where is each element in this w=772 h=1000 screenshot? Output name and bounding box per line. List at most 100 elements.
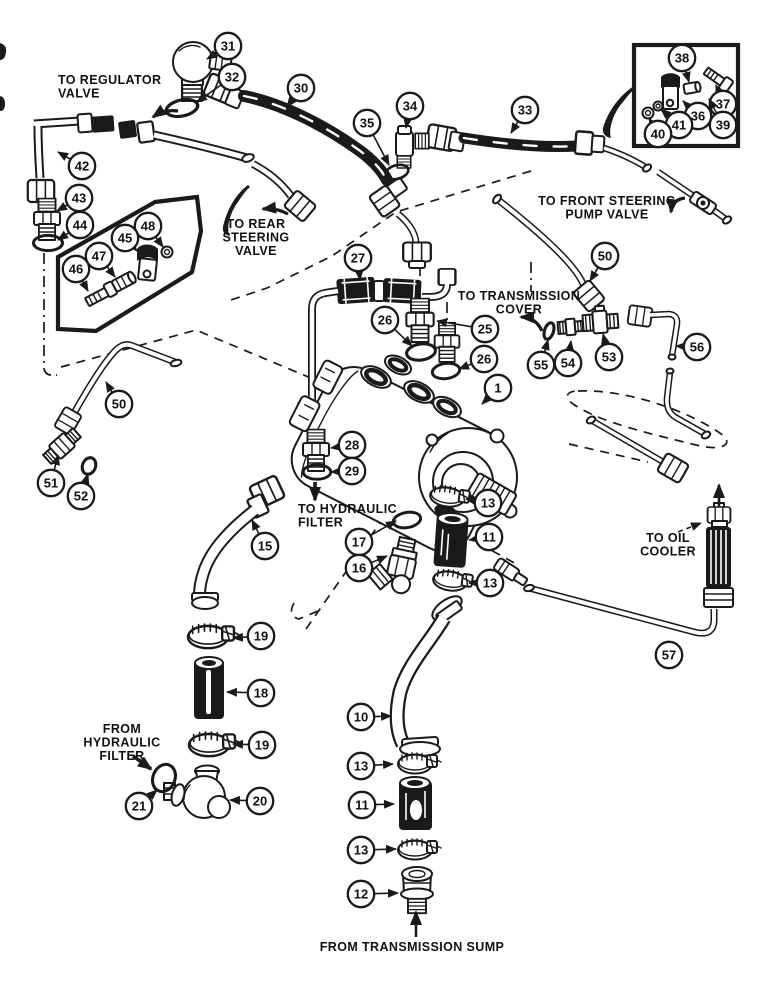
callout-56: 56 (675, 332, 712, 362)
callout-number: 16 (352, 561, 366, 576)
tube-56 (626, 304, 712, 440)
accumulator-57 (703, 502, 734, 608)
callout-50: 50 (104, 381, 134, 419)
callout-35: 35 (352, 108, 390, 166)
callout-number: 37 (716, 97, 730, 112)
hose-11a (433, 511, 469, 568)
tube-mid-right (585, 415, 691, 485)
callout-number: 12 (354, 887, 368, 902)
clamp-13b (430, 566, 479, 596)
callout-21: 21 (124, 789, 158, 821)
tee-fitting-53 (581, 304, 620, 335)
callout-42: 42 (57, 151, 97, 181)
callout-number: 27 (351, 251, 365, 266)
callout-46: 46 (61, 254, 91, 292)
callout-number: 31 (221, 39, 235, 54)
callout-15: 15 (250, 519, 280, 561)
clamp-bracket-36 (661, 73, 680, 110)
callout-18: 18 (226, 678, 276, 708)
o-ring-26b (429, 360, 463, 382)
inset-box-hardware-right (602, 42, 741, 149)
callout-44: 44 (57, 210, 95, 241)
callout-54: 54 (553, 340, 583, 378)
fitting-43 (34, 199, 60, 240)
callout-number: 41 (672, 118, 686, 133)
callout-1: 1 (481, 373, 513, 405)
callout-number: 51 (44, 476, 58, 491)
callout-32: 32 (196, 62, 247, 103)
callout-number: 19 (255, 738, 269, 753)
callout-13: 13 (468, 568, 505, 598)
callout-19: 19 (232, 730, 277, 760)
callout-51: 51 (36, 454, 66, 498)
callout-number: 55 (534, 358, 548, 373)
elbow-20 (163, 764, 231, 819)
callout-33: 33 (510, 95, 540, 134)
callout-number: 28 (345, 438, 359, 453)
label-from-transmission-sump: FROM TRANSMISSION SUMP (320, 940, 505, 954)
regulator-arrow (151, 104, 179, 119)
callout-number: 20 (253, 794, 267, 809)
tube-to-front-steering (656, 169, 733, 225)
callout-20: 20 (229, 786, 275, 816)
callout-53: 53 (594, 333, 624, 372)
callout-47: 47 (84, 241, 116, 278)
callout-number: 1 (494, 381, 501, 396)
callout-30: 30 (286, 73, 316, 108)
callout-number: 13 (481, 496, 495, 511)
callout-27: 27 (343, 243, 373, 281)
callout-number: 30 (294, 81, 308, 96)
callout-number: 17 (352, 535, 366, 550)
callout-number: 25 (478, 322, 492, 337)
tube-50-left (53, 341, 183, 437)
callout-10: 10 (346, 702, 392, 732)
callout-17: 17 (344, 520, 397, 557)
clamp-19a (186, 622, 240, 650)
callout-number: 47 (92, 249, 106, 264)
hose-10 (389, 595, 463, 757)
tube-to-rear-steering (251, 160, 318, 224)
callout-number: 32 (225, 70, 239, 85)
callout-number: 42 (75, 159, 89, 174)
clamp-13d (397, 838, 442, 861)
callout-43: 43 (56, 183, 94, 213)
o-ring-52 (80, 456, 98, 476)
callout-16: 16 (344, 553, 388, 583)
callout-13: 13 (346, 835, 397, 865)
o-ring-32 (163, 95, 201, 121)
fitting-25b (435, 323, 460, 362)
callout-25: 25 (436, 314, 500, 344)
callout-number: 26 (378, 313, 392, 328)
callout-number: 11 (355, 798, 369, 813)
callout-39: 39 (708, 98, 738, 140)
callout-number: 50 (598, 249, 612, 264)
fitting-25a (406, 299, 433, 342)
callout-number: 11 (482, 530, 496, 545)
fitting-54 (556, 317, 585, 337)
callout-number: 40 (651, 127, 665, 142)
front-steering-arrow (666, 196, 686, 214)
inset-box-hardware-left (55, 185, 250, 334)
callout-number: 29 (345, 464, 359, 479)
callout-number: 43 (72, 191, 86, 206)
oil-cooler-leader (677, 522, 702, 533)
tube-15 (191, 473, 287, 610)
callout-number: 13 (354, 843, 368, 858)
callout-52: 52 (66, 473, 96, 511)
callout-number: 53 (602, 350, 616, 365)
callout-number: 21 (132, 799, 146, 814)
callout-number: 13 (483, 576, 497, 591)
callout-number: 38 (675, 51, 689, 66)
clamp-bracket-45 (137, 244, 158, 282)
callout-number: 54 (561, 356, 576, 371)
callout-number: 33 (518, 103, 532, 118)
callout-55: 55 (526, 339, 556, 380)
tube-57 (523, 583, 718, 637)
elbow-51 (42, 427, 82, 465)
spacer-38 (682, 80, 702, 95)
callout-50: 50 (589, 241, 620, 282)
callout-29: 29 (330, 456, 367, 486)
